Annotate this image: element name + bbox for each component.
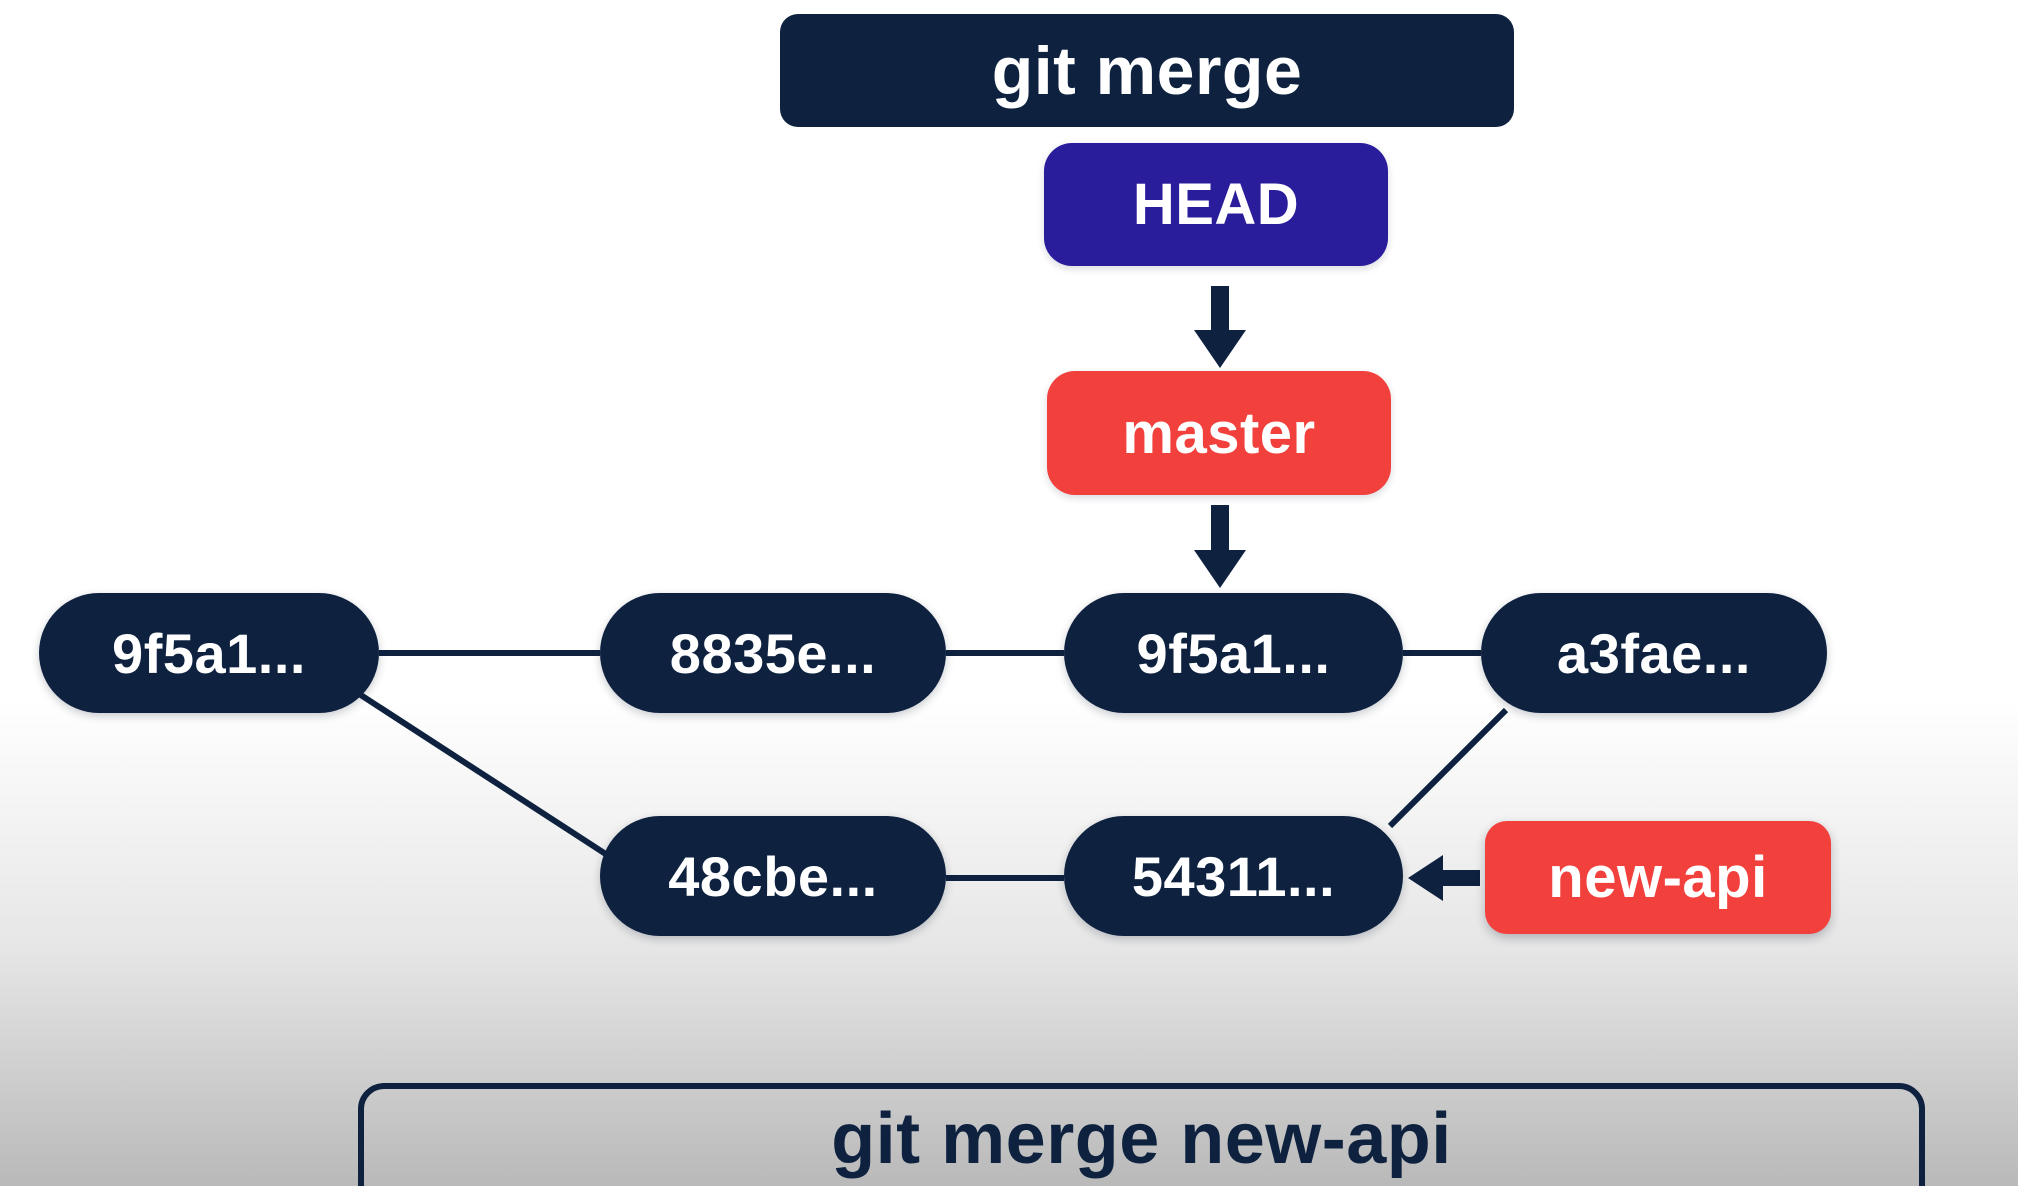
arrow-master-to-commit-icon [1194, 505, 1246, 588]
edge-c6-c4-merge [1387, 707, 1509, 829]
arrow-newapi-to-commit-icon [1408, 855, 1480, 901]
head-badge: HEAD [1044, 143, 1388, 266]
git-merge-title: git merge [780, 14, 1514, 127]
master-branch-badge: master [1047, 371, 1391, 495]
git-merge-command-box: git merge new-api [358, 1083, 1925, 1186]
edge-c1-c5-branch [348, 685, 620, 865]
commit-node-1: 9f5a1... [39, 593, 379, 713]
git-merge-command-text: git merge new-api [831, 1099, 1452, 1179]
commit-node-2: 8835e... [600, 593, 946, 713]
new-api-branch-badge: new-api [1485, 821, 1831, 934]
arrow-head-to-master-icon [1194, 286, 1246, 368]
commit-node-5: 48cbe... [600, 816, 946, 936]
commit-node-4: a3fae... [1481, 593, 1827, 713]
commit-node-3: 9f5a1... [1064, 593, 1403, 713]
commit-node-6: 54311... [1064, 816, 1403, 936]
